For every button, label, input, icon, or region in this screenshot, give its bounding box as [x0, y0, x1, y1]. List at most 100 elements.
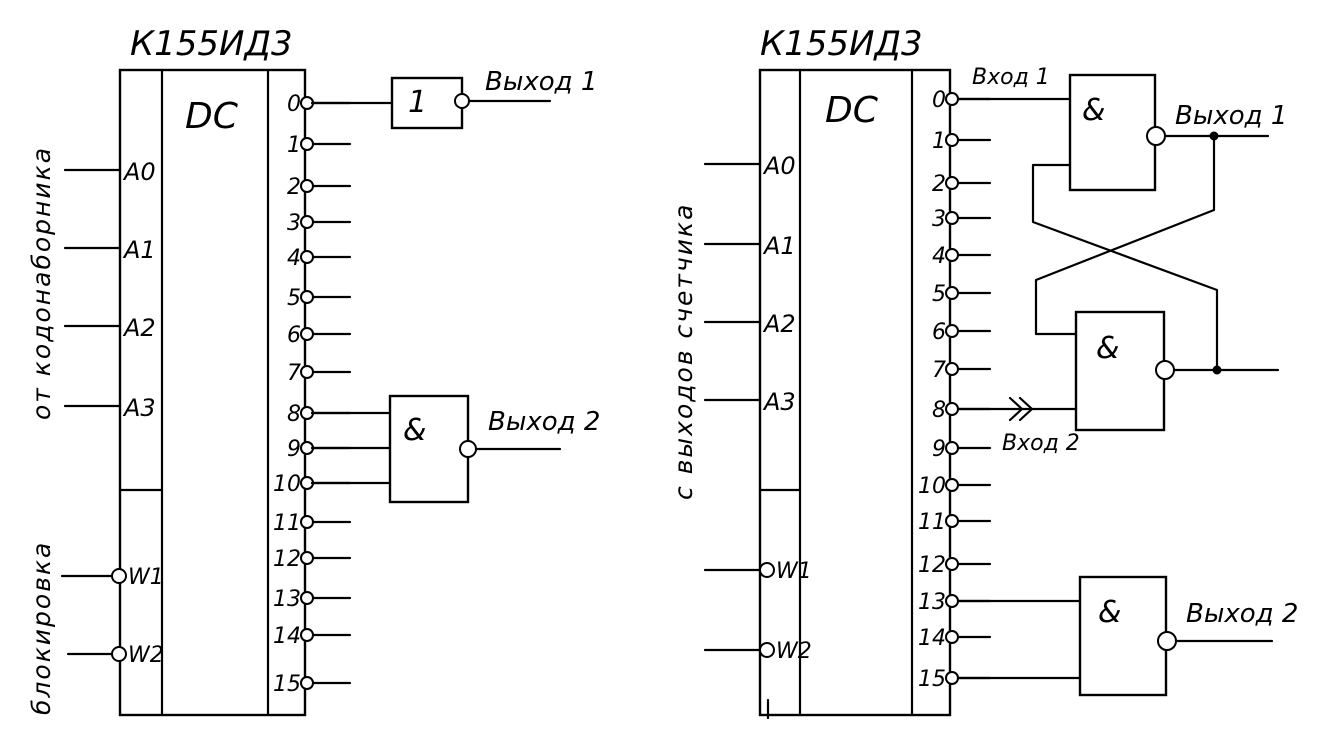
left-strobe-inputs: W1 W2: [60, 565, 164, 668]
right-output-pin-label: 11: [918, 510, 946, 535]
left-and-output-bubble: [459, 440, 477, 458]
right-output-pin-12: 12: [918, 553, 992, 578]
right-and-symbol: &: [1098, 595, 1121, 630]
left-a3-label: A3: [122, 394, 156, 422]
left-side-label-blocking: блокировка: [27, 541, 56, 715]
right-output-inversion-bubble: [945, 133, 959, 147]
right-and-body: [1078, 575, 1168, 697]
right-output-inversion-bubble: [945, 176, 959, 190]
right-input2-label: Вход 2: [1002, 431, 1080, 456]
right-output-pin-label: 0: [932, 88, 946, 113]
left-output-pin-label: 8: [287, 402, 301, 427]
right-a2-label: A2: [762, 310, 796, 338]
left-output-pin-1: 1: [287, 133, 352, 158]
right-output-pin-label: 5: [932, 282, 946, 307]
latch-lower-nand-output-bubble: [1155, 360, 1175, 380]
left-output-inversion-bubble: [300, 591, 314, 605]
right-w1-label: W1: [776, 559, 812, 584]
left-chip-body: [118, 68, 307, 717]
left-chip-title: К155ИД3: [130, 24, 293, 64]
right-w1-inversion-bubble: [759, 562, 775, 578]
left-w2-label: W2: [128, 643, 164, 668]
right-output-pin-label: 9: [932, 437, 946, 462]
right-output-inversion-bubble: [945, 211, 959, 225]
left-output-pin-label: 1: [287, 133, 301, 158]
right-output-pin-label: 2: [932, 172, 946, 197]
right-w2-inversion-bubble: [759, 642, 775, 658]
reset-input-arrow-icon: [1008, 396, 1034, 422]
left-output-pin-13: 13: [273, 587, 352, 612]
left-dc-label: DC: [185, 96, 239, 137]
right-output-pin-label: 14: [918, 626, 946, 651]
right-output-pin-label: 10: [918, 474, 946, 499]
right-output-inversion-bubble: [945, 594, 959, 608]
left-output-inversion-bubble: [300, 137, 314, 151]
left-output-pin-0: 0: [287, 92, 352, 117]
latch-cross-feedback-upper: [1031, 163, 1219, 372]
left-output-pin-10: 10: [273, 472, 352, 497]
rs-latch: & Выход 1 &: [956, 73, 1287, 432]
left-output-inversion-bubble: [300, 215, 314, 229]
right-a0-label: A0: [762, 152, 796, 180]
left-output-pin-label: 3: [287, 211, 301, 236]
left-output-inversion-bubble: [300, 365, 314, 379]
right-a1-label: A1: [762, 232, 796, 260]
right-output-inversion-bubble: [945, 286, 959, 300]
left-output-pin-5: 5: [287, 286, 352, 311]
left-output-pin-7: 7: [287, 361, 352, 386]
left-output-pin-label: 9: [287, 437, 301, 462]
left-output-pin-label: 0: [287, 92, 301, 117]
left-output-pin-label: 12: [273, 547, 301, 572]
right-output-pin-label: 1: [932, 129, 946, 154]
right-output-pin-label: 4: [932, 244, 946, 269]
right-a3-label: A3: [762, 388, 796, 416]
right-output-inversion-bubble: [945, 478, 959, 492]
right-output-inversion-bubble: [945, 557, 959, 571]
left-output-pin-label: 4: [287, 246, 301, 271]
right-output-pin-15: 15: [918, 667, 992, 692]
left-and-symbol: &: [403, 413, 426, 448]
right-strobe-inputs: W1 W2: [703, 559, 812, 664]
left-output-pin-label: 2: [287, 175, 301, 200]
right-and-gate: & Выход 2: [956, 575, 1298, 697]
right-output-pin-label: 13: [918, 590, 946, 615]
right-output-inversion-bubble: [945, 630, 959, 644]
right-output-pin-4: 4: [932, 244, 992, 269]
right-output1-label: Выход 1: [1175, 101, 1287, 131]
right-output-pin-3: 3: [932, 207, 992, 232]
left-inverter-gate: 1 Выход 1: [310, 67, 597, 130]
left-output-pin-label: 14: [273, 624, 301, 649]
latch-cross-feedback-lower: [1034, 134, 1216, 336]
latch-lower-nand-symbol: &: [1096, 331, 1119, 366]
left-output-pin-12: 12: [273, 547, 352, 572]
left-output2-label: Выход 2: [488, 407, 600, 437]
latch-upper-nand-output-bubble: [1146, 126, 1166, 146]
left-output-inversion-bubble: [300, 179, 314, 193]
right-output-inversion-bubble: [945, 324, 959, 338]
right-output-inversion-bubble: [945, 402, 959, 416]
left-output-pin-label: 15: [273, 672, 301, 697]
right-output-inversion-bubble: [945, 248, 959, 262]
left-a2-label: A2: [122, 314, 156, 342]
right-output-pin-label: 8: [932, 398, 946, 423]
left-output-inversion-bubble: [300, 290, 314, 304]
left-output-pin-label: 5: [287, 286, 301, 311]
right-output-inversion-bubble: [945, 362, 959, 376]
right-output-pin-label: 7: [932, 358, 946, 383]
left-output-pin-2: 2: [287, 175, 352, 200]
left-output-pin-6: 6: [287, 323, 352, 348]
left-output-pin-14: 14: [273, 624, 352, 649]
right-output-pin-11: 11: [918, 510, 992, 535]
right-output2-label: Выход 2: [1186, 599, 1298, 629]
left-address-inputs: A0 A1 A2 A3: [63, 158, 156, 422]
left-output-pin-label: 13: [273, 587, 301, 612]
left-inverter-symbol: 1: [408, 85, 427, 120]
left-output-inversion-bubble: [300, 250, 314, 264]
right-address-inputs: A0 A1 A2 A3: [703, 152, 796, 416]
left-output-pin-label: 6: [287, 323, 301, 348]
left-w1-inversion-bubble: [111, 568, 127, 584]
left-decoder: К155ИД3 DC A0 A1 A2 A3 W1 W2 от кодонабо…: [27, 24, 600, 717]
left-and-gate: & Выход 2: [310, 394, 600, 504]
left-output1-label: Выход 1: [485, 67, 597, 97]
